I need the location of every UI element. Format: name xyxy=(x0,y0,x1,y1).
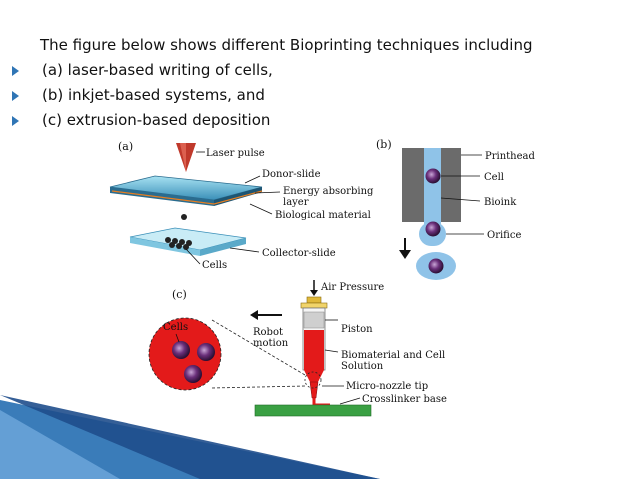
down-arrow-icon xyxy=(399,250,411,259)
panel-b-tag: (b) xyxy=(376,138,392,151)
printhead-left-wall xyxy=(402,148,424,222)
label-energy-layer-1: Energy absorbing xyxy=(283,186,374,197)
cell-at-orifice xyxy=(425,221,441,237)
label-cells-a: Cells xyxy=(202,260,227,271)
air-pressure-arrow-icon xyxy=(310,290,318,296)
label-printhead: Printhead xyxy=(485,151,535,162)
bullet-item: (a) laser-based writing of cells, xyxy=(12,58,273,83)
label-orifice: Orifice xyxy=(487,230,521,241)
panel-a-laser: (a) Laser pulse Donor-slide Energy absor… xyxy=(109,140,374,271)
panel-c-extrusion: (c) Air Pressure Piston Biomaterial and … xyxy=(148,280,447,417)
label-crosslinker-base: Crosslinker base xyxy=(362,394,447,405)
micro-nozzle xyxy=(309,381,319,399)
cell-droplet xyxy=(181,214,187,220)
label-air-pressure: Air Pressure xyxy=(320,282,384,293)
crosslinker-base xyxy=(254,404,372,417)
bullet-item: (b) inkjet-based systems, and xyxy=(12,83,273,108)
decorative-swoosh xyxy=(0,395,380,479)
label-micro-nozzle: Micro-nozzle tip xyxy=(346,381,428,392)
robot-motion-arrow-icon xyxy=(250,310,258,320)
panel-a-tag: (a) xyxy=(118,140,133,153)
label-cell: Cell xyxy=(484,172,504,183)
heading: The figure below shows different Bioprin… xyxy=(40,36,533,54)
deposited-cells xyxy=(165,237,192,250)
label-donor-slide: Donor-slide xyxy=(262,169,321,180)
label-piston: Piston xyxy=(341,324,373,335)
label-cells-c: Cells xyxy=(163,322,188,333)
label-biomaterial-1: Biomaterial and Cell xyxy=(341,350,445,361)
panel-b-inkjet: (b) Printhead Cell Bioink Orifice xyxy=(376,138,535,280)
bullet-text: (b) inkjet-based systems, and xyxy=(42,86,265,104)
label-collector-slide: Collector-slide xyxy=(262,248,336,259)
label-robot-2: motion xyxy=(253,338,289,349)
label-bioink: Bioink xyxy=(484,197,517,208)
label-laser-pulse: Laser pulse xyxy=(206,148,265,159)
label-robot-1: Robot xyxy=(253,327,283,338)
bullet-arrow-icon xyxy=(12,66,19,76)
bullet-arrow-icon xyxy=(12,91,19,101)
bullet-text: (a) laser-based writing of cells, xyxy=(42,61,273,79)
panel-c-tag: (c) xyxy=(172,288,187,301)
cell-in-printhead xyxy=(425,168,441,184)
label-energy-layer-2: layer xyxy=(283,197,309,208)
biomaterial-solution xyxy=(304,330,324,382)
label-biological-material: Biological material xyxy=(275,210,371,221)
bullet-arrow-icon xyxy=(12,116,19,126)
bullet-text: (c) extrusion-based deposition xyxy=(42,111,271,129)
printhead-right-wall xyxy=(441,148,461,222)
label-biomaterial-2: Solution xyxy=(341,361,384,372)
bullet-item: (c) extrusion-based deposition xyxy=(12,108,273,133)
bullet-list: (a) laser-based writing of cells, (b) in… xyxy=(12,58,273,133)
piston xyxy=(303,311,325,329)
